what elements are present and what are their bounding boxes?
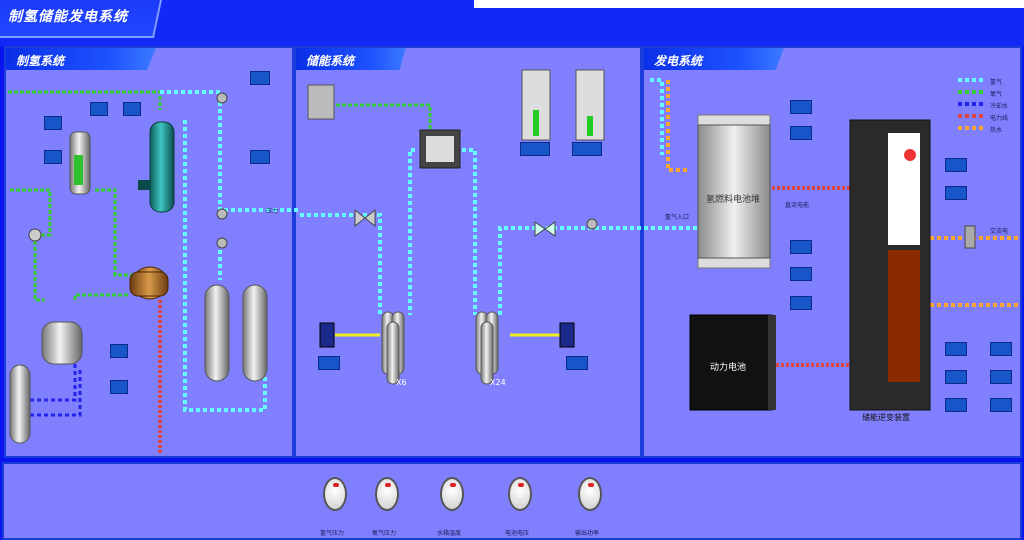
o2-pressure-gauge[interactable] [375, 477, 399, 511]
h2-inlet-label: 氢气入口 [665, 214, 690, 221]
value-box [250, 150, 270, 164]
value-box [790, 296, 812, 310]
gauge-label: 氢气压力 [320, 530, 345, 537]
value-box [790, 267, 812, 281]
h2-pressure-gauge[interactable] [323, 477, 347, 511]
value-box [990, 370, 1012, 384]
value-box [990, 398, 1012, 412]
storage-panel-title: 储能系统 [296, 48, 406, 70]
value-box [945, 342, 967, 356]
value-box [110, 344, 128, 358]
output-power-gauge[interactable] [578, 477, 602, 511]
value-box [566, 356, 588, 370]
water-temp-gauge[interactable] [440, 477, 464, 511]
value-box [945, 158, 967, 172]
legend-water: 冷却水 [990, 103, 1009, 110]
fuel-cell-label: 氢燃料电池堆 [706, 195, 761, 205]
app-title: 制氢储能发电系统 [8, 9, 128, 25]
legend-h2: 氢气 [990, 79, 1003, 86]
gauge-label: 输出功率 [575, 530, 600, 537]
value-box [945, 370, 967, 384]
legend-o2: 氧气 [990, 91, 1003, 98]
ac-label: 交流电 [990, 228, 1009, 235]
top-strip [474, 0, 1024, 8]
cyl-right-count: X24 [490, 378, 506, 387]
value-box [790, 126, 812, 140]
value-box [250, 71, 270, 85]
value-box [318, 356, 340, 370]
value-box [90, 102, 108, 116]
value-box [790, 240, 812, 254]
value-box [123, 102, 141, 116]
value-box [110, 380, 128, 394]
value-box [44, 116, 62, 130]
dc-label: 直流电能 [785, 202, 810, 209]
gauge-label: 水箱温度 [437, 530, 462, 537]
legend-hot: 热水 [990, 127, 1003, 134]
legend-power: 电力线 [990, 115, 1009, 122]
value-box [572, 142, 602, 156]
value-box [44, 150, 62, 164]
value-box [945, 398, 967, 412]
value-box [945, 186, 967, 200]
gauge-label: 电池电压 [505, 530, 530, 537]
gauge-label: 氧气压力 [372, 530, 397, 537]
value-box [520, 142, 550, 156]
pressure-label: 压力 [266, 208, 279, 215]
battery-label: 动力电池 [710, 363, 747, 373]
power-panel-title: 发电系统 [644, 48, 784, 70]
battery-voltage-gauge[interactable] [508, 477, 532, 511]
cyl-left-count: X6 [396, 378, 407, 387]
hydrogen-panel: 制氢系统 [4, 46, 294, 458]
value-box [790, 100, 812, 114]
converter-label: 储能逆变装置 [862, 413, 910, 422]
value-box [990, 342, 1012, 356]
hydrogen-panel-title: 制氢系统 [6, 48, 156, 70]
